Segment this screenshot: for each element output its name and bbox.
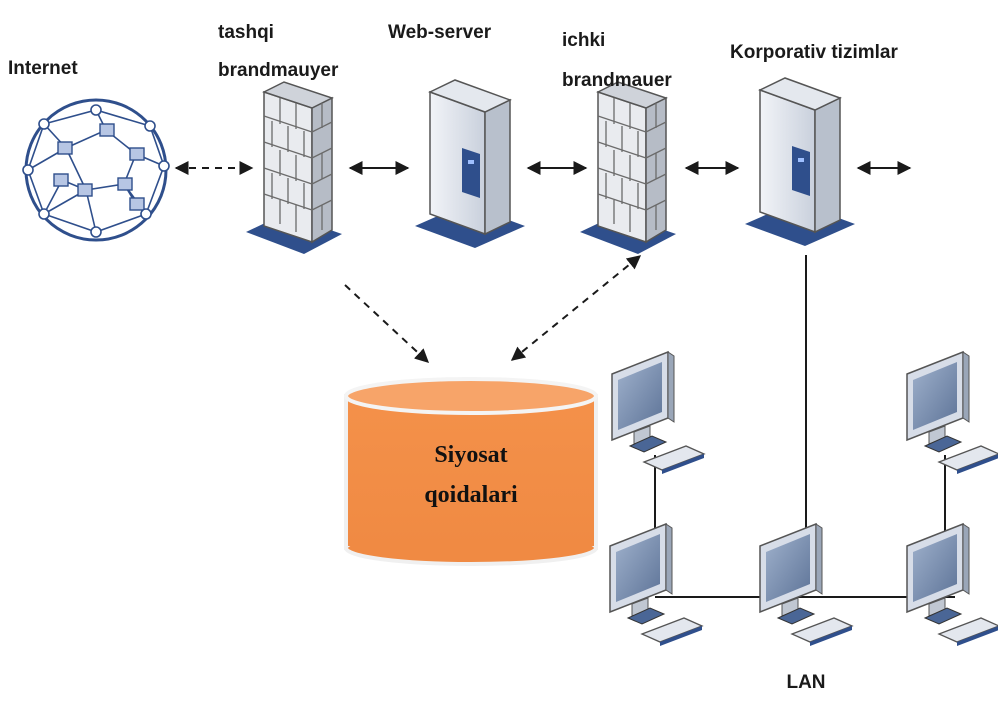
lan-label: LAN bbox=[786, 672, 825, 693]
external-firewall-label: tashqi bbox=[218, 22, 274, 43]
database-cylinder-icon bbox=[344, 377, 598, 566]
external-firewall-icon bbox=[245, 81, 343, 255]
workstation-icon bbox=[609, 523, 703, 647]
workstation-icon bbox=[759, 523, 853, 647]
external-firewall-label: brandmauyer bbox=[218, 60, 339, 81]
globe-network-icon bbox=[22, 98, 170, 242]
corporate-systems-label: Korporativ tizimlar bbox=[730, 42, 898, 63]
policy-arrows bbox=[174, 161, 642, 363]
corporate-server-icon bbox=[744, 77, 856, 247]
lan-cabling bbox=[654, 255, 955, 598]
workstation-icon bbox=[906, 523, 998, 647]
policy-db-label: qoidalari bbox=[424, 482, 518, 508]
internal-firewall-label: brandmauer bbox=[562, 70, 672, 91]
internal-firewall-label: ichki bbox=[562, 30, 605, 51]
policy-db-label: Siyosat bbox=[434, 442, 507, 468]
web-server-icon bbox=[414, 79, 526, 249]
workstation-icon bbox=[611, 351, 705, 475]
web-server-label: Web-server bbox=[388, 22, 492, 43]
internal-firewall-icon bbox=[579, 81, 677, 255]
workstation-icon bbox=[906, 351, 998, 475]
internet-label: Internet bbox=[8, 58, 78, 79]
